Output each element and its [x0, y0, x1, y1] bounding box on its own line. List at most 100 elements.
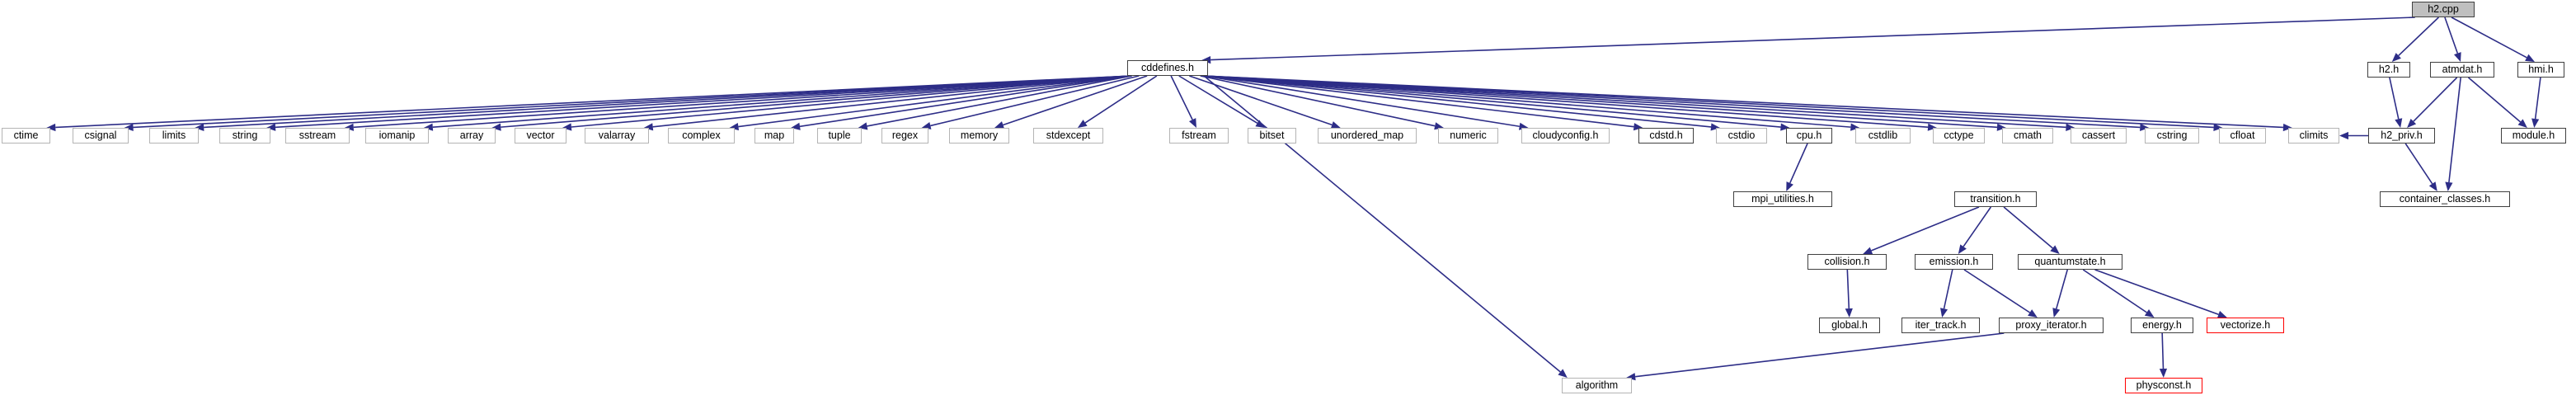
graph-node-iter_track[interactable]: iter_track.h	[1901, 318, 1980, 333]
graph-node-label: cloudyconfig.h	[1532, 129, 1599, 142]
graph-node-label: tuple	[828, 129, 851, 142]
graph-node-h2h[interactable]: h2.h	[2367, 62, 2410, 78]
graph-node-map[interactable]: map	[754, 128, 794, 144]
graph-node-label: string	[232, 129, 258, 142]
graph-node-mpi_utilities[interactable]: mpi_utilities.h	[1733, 191, 1832, 207]
graph-node-label: ctime	[13, 129, 39, 142]
edge-h2h-to-h2_priv	[2389, 77, 2400, 120]
graph-node-cmath[interactable]: cmath	[2002, 128, 2053, 144]
graph-node-fstream[interactable]: fstream	[1169, 128, 1229, 144]
edge-energy-to-physconst	[2161, 332, 2165, 369]
graph-node-cstdlib[interactable]: cstdlib	[1855, 128, 1911, 144]
arrowhead-cpu-to-mpi_utilities	[1786, 181, 1793, 191]
graph-node-cfloat[interactable]: cfloat	[2219, 128, 2266, 144]
graph-node-proxy_iterator[interactable]: proxy_iterator.h	[1999, 318, 2104, 333]
graph-node-collision[interactable]: collision.h	[1807, 254, 1887, 270]
graph-node-label: regex	[891, 129, 919, 142]
graph-node-ctime[interactable]: ctime	[2, 128, 50, 144]
graph-node-quantumstate[interactable]: quantumstate.h	[2018, 254, 2122, 270]
graph-node-cctype[interactable]: cctype	[1933, 128, 1985, 144]
graph-node-stdexcept[interactable]: stdexcept	[1033, 128, 1103, 144]
graph-node-iomanip[interactable]: iomanip	[365, 128, 429, 144]
edge-cddefines-to-cstdio	[1204, 75, 1712, 128]
graph-node-label: collision.h	[1824, 256, 1870, 268]
edge-emission-to-proxy_iterator	[1963, 269, 2031, 313]
graph-node-cdstd[interactable]: cdstd.h	[1638, 128, 1694, 144]
edge-cddefines-to-algorithm	[1203, 75, 1561, 373]
graph-node-cddefines[interactable]: cddefines.h	[1127, 60, 1208, 76]
edge-transition-to-quantumstate	[2003, 206, 2053, 249]
graph-node-cassert[interactable]: cassert	[2071, 128, 2127, 144]
graph-node-h2cpp[interactable]: h2.cpp	[2412, 2, 2475, 17]
graph-node-cloudyconfig[interactable]: cloudyconfig.h	[1521, 128, 1610, 144]
graph-node-label: cpu.h	[1796, 129, 1822, 142]
graph-node-label: quantumstate.h	[2034, 256, 2106, 268]
graph-node-hmi[interactable]: hmi.h	[2517, 62, 2564, 78]
arrowhead-h2_priv-to-climits	[2339, 131, 2348, 140]
arrowhead-collision-to-global	[1845, 308, 1853, 318]
graph-node-h2_priv[interactable]: h2_priv.h	[2368, 128, 2435, 144]
graph-node-label: hmi.h	[2528, 64, 2554, 76]
graph-node-vectorize[interactable]: vectorize.h	[2207, 318, 2284, 333]
graph-node-label: cstring	[2156, 129, 2188, 142]
arrowhead-hmi-to-module	[2531, 118, 2540, 128]
edge-h2_priv-to-container	[2404, 143, 2433, 185]
graph-node-label: complex	[682, 129, 721, 142]
graph-node-label: h2.cpp	[2428, 3, 2459, 16]
graph-node-memory[interactable]: memory	[949, 128, 1009, 144]
graph-node-tuple[interactable]: tuple	[817, 128, 862, 144]
graph-node-climits[interactable]: climits	[2288, 128, 2339, 144]
graph-node-emission[interactable]: emission.h	[1915, 254, 1993, 270]
edge-quantumstate-to-vectorize	[2094, 269, 2219, 316]
edge-cddefines-to-complex	[738, 75, 1132, 128]
graph-node-label: module.h	[2512, 129, 2555, 142]
edge-cddefines-to-cloudyconfig	[1203, 75, 1520, 128]
graph-node-transition[interactable]: transition.h	[1954, 191, 2037, 207]
graph-node-limits[interactable]: limits	[149, 128, 199, 144]
graph-node-label: cstdio	[1728, 129, 1756, 142]
graph-node-bitset[interactable]: bitset	[1248, 128, 1296, 144]
graph-node-atmdat[interactable]: atmdat.h	[2430, 62, 2494, 78]
graph-node-regex[interactable]: regex	[881, 128, 928, 144]
graph-node-label: cstdlib	[1868, 129, 1898, 142]
graph-node-cpu[interactable]: cpu.h	[1786, 128, 1832, 144]
graph-node-label: sstream	[298, 129, 336, 142]
graph-node-module[interactable]: module.h	[2501, 128, 2566, 144]
graph-node-label: unordered_map	[1330, 129, 1404, 142]
arrowhead-h2cpp-to-h2h	[2391, 53, 2401, 62]
edge-cddefines-to-unordered_map	[1189, 75, 1333, 126]
edge-transition-to-collision	[1871, 206, 1980, 252]
graph-node-global[interactable]: global.h	[1819, 318, 1880, 333]
edge-h2cpp-to-atmdat	[2444, 16, 2459, 54]
graph-node-numeric[interactable]: numeric	[1438, 128, 1498, 144]
graph-node-complex[interactable]: complex	[668, 128, 735, 144]
graph-node-valarray[interactable]: valarray	[585, 128, 649, 144]
graph-node-array[interactable]: array	[448, 128, 496, 144]
graph-node-label: bitset	[1259, 129, 1285, 142]
graph-node-vector[interactable]: vector	[515, 128, 566, 144]
edge-cddefines-to-fstream	[1170, 75, 1193, 120]
edge-cddefines-to-cdstd	[1204, 75, 1634, 128]
edge-h2cpp-to-hmi	[2451, 16, 2527, 59]
graph-node-label: limits	[162, 129, 186, 142]
edge-cddefines-to-csignal	[133, 75, 1131, 129]
graph-node-algorithm[interactable]: algorithm	[1562, 378, 1632, 393]
edge-atmdat-to-module	[2467, 77, 2522, 123]
graph-node-sstream[interactable]: sstream	[285, 128, 350, 144]
arrowhead-transition-to-emission	[1958, 244, 1967, 254]
graph-node-cstring[interactable]: cstring	[2145, 128, 2199, 144]
graph-node-unordered_map[interactable]: unordered_map	[1318, 128, 1417, 144]
graph-node-csignal[interactable]: csignal	[73, 128, 129, 144]
graph-node-energy[interactable]: energy.h	[2131, 318, 2193, 333]
arrowhead-atmdat-to-h2_priv	[2407, 118, 2417, 128]
edge-cddefines-to-limits	[204, 75, 1131, 129]
graph-node-container[interactable]: container_classes.h	[2380, 191, 2510, 207]
graph-node-physconst[interactable]: physconst.h	[2125, 378, 2202, 393]
graph-node-string[interactable]: string	[219, 128, 270, 144]
graph-node-label: iomanip	[378, 129, 416, 142]
graph-node-cstdio[interactable]: cstdio	[1716, 128, 1767, 144]
edge-cddefines-to-regex	[930, 75, 1140, 127]
arrowhead-transition-to-collision	[1863, 247, 1873, 255]
